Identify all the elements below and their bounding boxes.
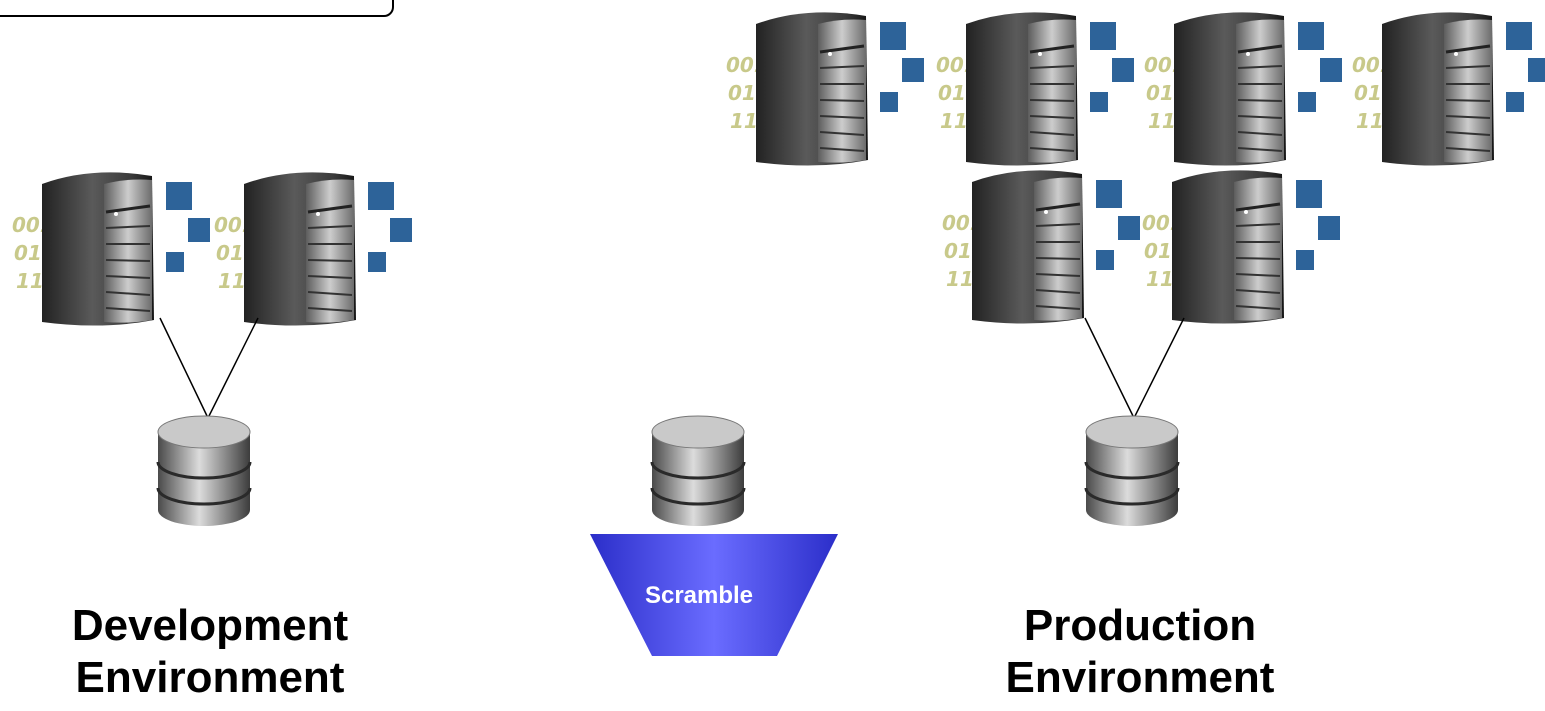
scramble-label: Scramble (645, 582, 753, 609)
prod-server-1 (724, 10, 926, 168)
production-environment-label: Production Environment (950, 600, 1330, 704)
production-line2: Environment (1005, 653, 1275, 702)
prod-server-6 (1140, 168, 1342, 326)
prod-server-2 (934, 10, 1136, 168)
dev-database-icon (156, 414, 252, 528)
scramble-database-icon (650, 414, 746, 528)
prod-database-icon (1084, 414, 1180, 528)
prod-server-5 (940, 168, 1142, 326)
dev-server-2 (212, 170, 414, 328)
dev-connector-lines (159, 317, 259, 419)
prod-server-3 (1142, 10, 1344, 168)
scramble-funnel: Scramble (590, 534, 838, 656)
development-environment-label: Development Environment (20, 600, 400, 704)
production-line1: Production (1023, 601, 1257, 650)
development-line1: Development (71, 601, 349, 650)
development-line2: Environment (75, 653, 345, 702)
top-left-frame (0, 0, 394, 17)
prod-server-4 (1350, 10, 1545, 168)
prod-connector-lines (1084, 317, 1185, 419)
dev-server-1 (10, 170, 212, 328)
